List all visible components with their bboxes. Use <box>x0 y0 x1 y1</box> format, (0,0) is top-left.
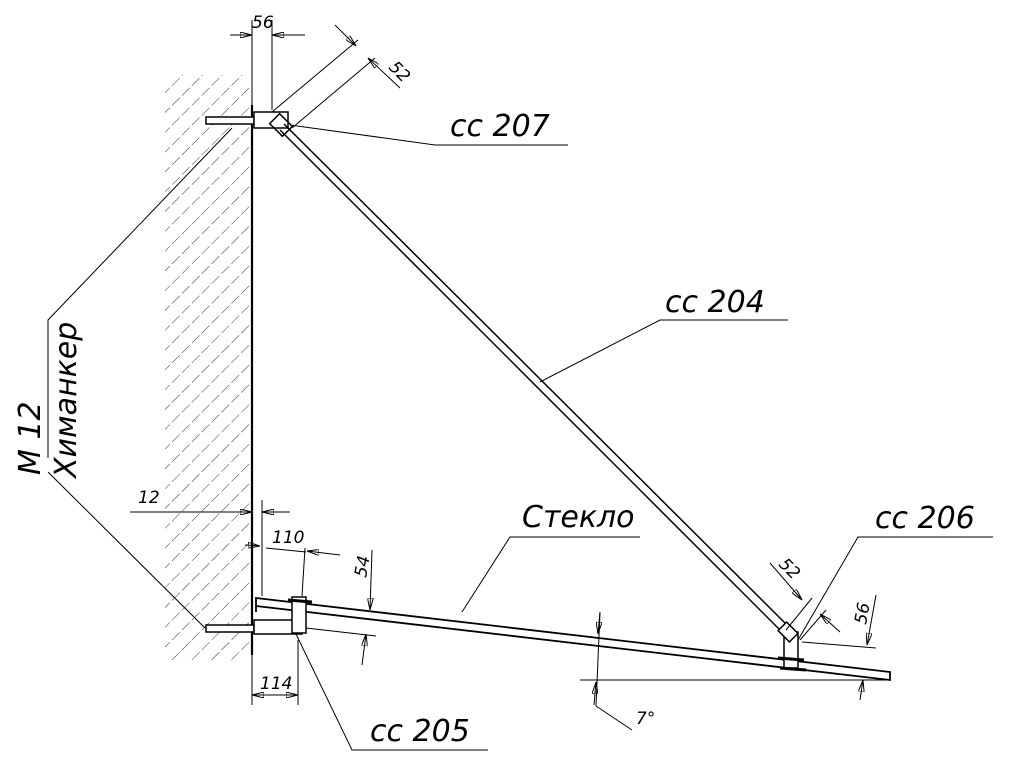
label-anchor-type: Химанкер <box>49 322 84 480</box>
label-cc207: сс 207 <box>450 109 550 144</box>
diagonal-strut <box>279 123 793 637</box>
dim-top-56: 56 <box>252 13 274 33</box>
right-clamp <box>777 621 807 672</box>
dim-right-52: 52 <box>774 554 803 583</box>
label-cc206: сс 206 <box>875 501 975 536</box>
dim-114: 114 <box>260 674 292 694</box>
glass-panel <box>255 596 891 682</box>
label-glass: Стекло <box>522 500 635 535</box>
top-bracket <box>205 111 294 138</box>
dim-angle: 7° <box>636 709 655 729</box>
bottom-bracket <box>205 596 313 635</box>
wall-hatching <box>165 75 251 660</box>
label-cc204: сс 204 <box>665 285 765 320</box>
dim-54: 54 <box>351 554 374 579</box>
leaders <box>47 124 993 751</box>
label-cc205: сс 205 <box>370 714 470 749</box>
dim-110: 110 <box>272 528 304 548</box>
dim-wall-12: 12 <box>138 488 160 508</box>
dimension-lines <box>130 20 890 731</box>
dim-right-56: 56 <box>851 601 874 626</box>
dim-top-52: 52 <box>384 57 413 86</box>
label-anchor-size: М 12 <box>13 401 48 475</box>
